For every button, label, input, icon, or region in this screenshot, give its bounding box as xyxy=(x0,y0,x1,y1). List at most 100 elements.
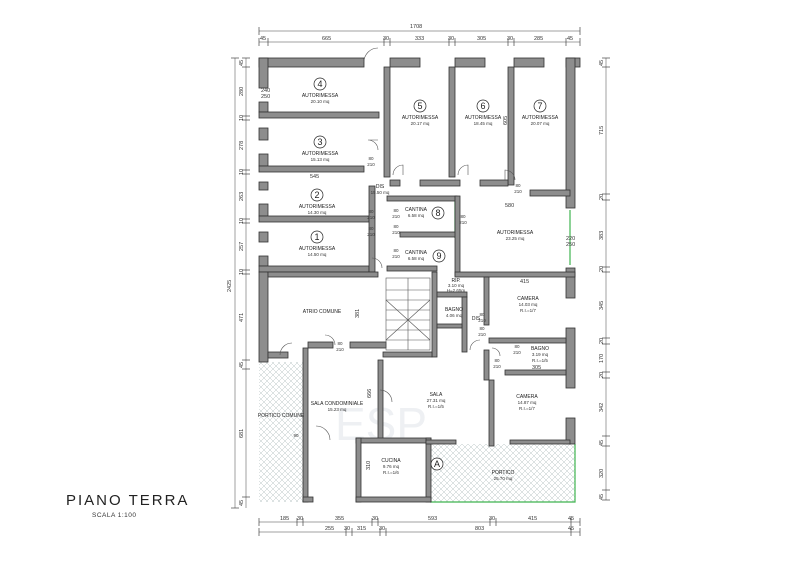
svg-text:210: 210 xyxy=(493,364,501,369)
dim-top-total: 1708 xyxy=(410,24,422,30)
room-sala: SALA 27.31 mq R.I.=1/5 xyxy=(427,392,446,409)
door-labels: 80 210 80 210 80 210 80 210 80 210 80 21… xyxy=(293,156,522,438)
dim-bottom2-2: 315 xyxy=(357,526,366,532)
dim-right-7: 170 xyxy=(599,354,605,363)
svg-text:240: 240 xyxy=(261,88,270,94)
dim-bottom1-4: 593 xyxy=(428,516,437,522)
svg-text:CAMERA: CAMERA xyxy=(516,394,538,400)
svg-text:A: A xyxy=(434,459,440,469)
svg-text:580: 580 xyxy=(505,203,514,209)
room-autorimessa-6: 6 AUTORIMESSA 18.45 mq xyxy=(465,99,502,126)
dim-bottom1-2: 355 xyxy=(335,516,344,522)
svg-text:6.58 mq: 6.58 mq xyxy=(408,213,425,218)
top-dimensions: 1708 45 665 30 333 30 305 30 285 45 xyxy=(258,24,581,46)
dim-bottom1-1: 30 xyxy=(297,516,303,522)
room-bagno-2: BAGNO 3.19 mq R.I.=1/5 xyxy=(531,346,549,363)
svg-text:7: 7 xyxy=(537,101,542,111)
dim-right-1: 715 xyxy=(599,126,605,135)
dim-left-5: 263 xyxy=(239,192,245,201)
svg-text:210: 210 xyxy=(367,232,375,237)
dim-left-total: 2425 xyxy=(227,280,233,292)
svg-text:R.I.=1/6: R.I.=1/6 xyxy=(383,470,399,475)
svg-text:6: 6 xyxy=(480,101,485,111)
dim-right-11: 320 xyxy=(599,469,605,478)
svg-text:210: 210 xyxy=(392,254,400,259)
svg-text:H=2.65m: H=2.65m xyxy=(447,288,466,293)
svg-text:90: 90 xyxy=(293,433,299,438)
room-autorimessa-large: AUTORIMESSA 23.25 mq xyxy=(497,230,534,241)
dim-bottom1-6: 415 xyxy=(528,516,537,522)
svg-text:27.31 mq: 27.31 mq xyxy=(427,398,446,403)
room-cantina-9: CANTINA 6.58 mq 9 xyxy=(405,249,446,263)
dim-left-0: 45 xyxy=(239,60,245,66)
svg-text:80: 80 xyxy=(393,248,399,253)
dim-left-1: 280 xyxy=(239,87,245,96)
dim-top-4: 30 xyxy=(448,36,454,42)
svg-text:14.87 mq: 14.87 mq xyxy=(518,400,537,405)
room-dis-apartment: DIS xyxy=(472,316,481,322)
svg-text:5: 5 xyxy=(417,101,422,111)
portico-comune-hatch xyxy=(259,362,303,502)
dim-top-0: 45 xyxy=(260,36,266,42)
dim-left-2: 10 xyxy=(239,115,245,121)
walls xyxy=(258,57,581,503)
dim-left-9: 471 xyxy=(239,313,245,322)
plan-scale: SCALA 1:100 xyxy=(92,512,137,519)
svg-text:AUTORIMESSA: AUTORIMESSA xyxy=(299,246,336,252)
dim-top-8: 45 xyxy=(567,36,573,42)
svg-text:80: 80 xyxy=(368,209,374,214)
dim-left-4: 10 xyxy=(239,169,245,175)
room-cucina: CUCINA 9.76 mq R.I.=1/6 xyxy=(381,458,401,475)
dim-left-10: 45 xyxy=(239,362,245,368)
dim-right-0: 45 xyxy=(599,60,605,66)
dim-bottom1-5: 30 xyxy=(489,516,495,522)
svg-text:AUTORIMESSA: AUTORIMESSA xyxy=(302,151,339,157)
svg-text:250: 250 xyxy=(261,94,270,100)
svg-text:PORTICO COMUNE: PORTICO COMUNE xyxy=(258,413,305,419)
dim-right-2: 20 xyxy=(599,194,605,200)
dim-bottom2-5: 45 xyxy=(568,526,574,532)
dim-right-5: 345 xyxy=(599,301,605,310)
svg-text:80: 80 xyxy=(460,214,466,219)
svg-text:R.I.=1/5: R.I.=1/5 xyxy=(428,404,444,409)
svg-text:15.23 mq: 15.23 mq xyxy=(328,407,347,412)
svg-text:CAMERA: CAMERA xyxy=(517,296,539,302)
svg-text:RIP.: RIP. xyxy=(451,278,460,284)
svg-text:15.13 mq: 15.13 mq xyxy=(311,157,330,162)
dim-right-12: 45 xyxy=(599,494,605,500)
svg-text:9.76 mq: 9.76 mq xyxy=(383,464,400,469)
dim-bottom2-4: 803 xyxy=(475,526,484,532)
svg-text:80: 80 xyxy=(514,344,520,349)
room-ripostiglio: RIP. 3.10 mq H=2.65m xyxy=(447,278,466,293)
svg-text:4.06 mq: 4.06 mq xyxy=(446,313,463,318)
svg-text:210: 210 xyxy=(513,350,521,355)
svg-text:80: 80 xyxy=(479,312,485,317)
svg-text:AUTORIMESSA: AUTORIMESSA xyxy=(299,204,336,210)
svg-text:BAGNO: BAGNO xyxy=(531,346,549,352)
room-portico-comune: PORTICO COMUNE xyxy=(258,413,305,419)
svg-text:1: 1 xyxy=(314,232,319,242)
inner-dimensions: 545 580 415 305 381 666 310 605 220 250 … xyxy=(261,88,575,470)
svg-text:210: 210 xyxy=(478,318,486,323)
svg-text:CUCINA: CUCINA xyxy=(381,458,401,464)
svg-text:20.10 mq: 20.10 mq xyxy=(311,99,330,104)
room-autorimessa-3: 3 AUTORIMESSA 15.13 mq xyxy=(302,135,339,162)
svg-text:14.03 mq: 14.03 mq xyxy=(519,302,538,307)
svg-text:CANTINA: CANTINA xyxy=(405,250,428,256)
svg-text:14.50 mq: 14.50 mq xyxy=(308,252,327,257)
dim-right-6: 20 xyxy=(599,338,605,344)
svg-text:20.07 mq: 20.07 mq xyxy=(531,121,550,126)
svg-text:80: 80 xyxy=(393,224,399,229)
room-sala-condominiale: SALA CONDOMINIALE 15.23 mq xyxy=(311,401,364,412)
plan-title: PIANO TERRA xyxy=(66,492,190,509)
svg-text:PORTICO: PORTICO xyxy=(492,470,515,476)
svg-text:AUTORIMESSA: AUTORIMESSA xyxy=(497,230,534,236)
svg-text:R.I.=1/7: R.I.=1/7 xyxy=(519,406,535,411)
dim-right-8: 20 xyxy=(599,372,605,378)
svg-text:3: 3 xyxy=(317,137,322,147)
svg-text:3.19 mq: 3.19 mq xyxy=(532,352,549,357)
dim-left-12: 45 xyxy=(239,500,245,506)
svg-text:6.58 mq: 6.58 mq xyxy=(408,256,425,261)
svg-text:666: 666 xyxy=(367,389,373,398)
